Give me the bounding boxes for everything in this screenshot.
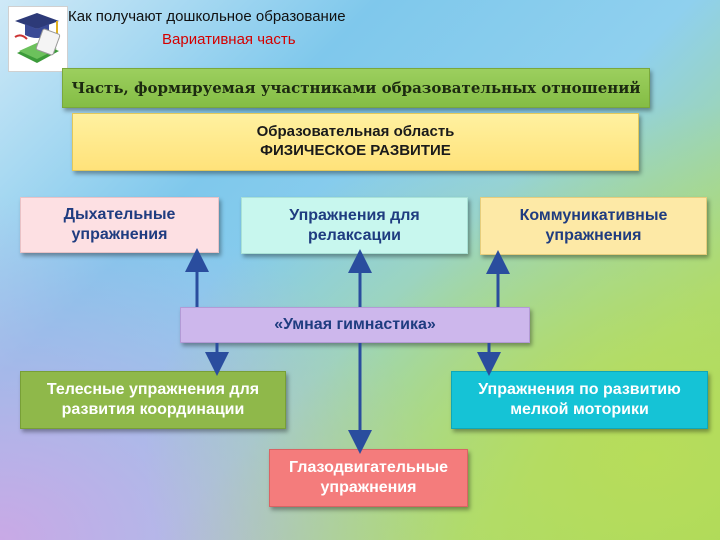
education-area-box: Образовательная область ФИЗИЧЕСКОЕ РАЗВИ… — [72, 113, 639, 171]
communicative-exercises-box: Коммуникативные упражнения — [480, 197, 707, 255]
body-exercises-box: Телесные упражнения для развития координ… — [20, 371, 286, 429]
body-exercises-label: Телесные упражнения для развития координ… — [46, 381, 260, 418]
relaxation-exercises-label: Упражнения для релаксации — [289, 206, 420, 244]
smart-gymnastics-label: «Умная гимнастика» — [274, 316, 436, 333]
logo-graduation-cap-icon — [8, 6, 68, 72]
header-title: Как получают дошкольное образование — [68, 8, 346, 25]
eye-movement-exercises-box: Глазодвигательные упражнения — [269, 449, 468, 507]
breathing-exercises-box: Дыхательные упражнения — [20, 197, 219, 253]
part-banner-label: Часть, формируемая участниками образоват… — [71, 78, 641, 97]
header-subtitle: Вариативная часть — [162, 31, 296, 48]
breathing-exercises-label: Дыхательные упражнения — [63, 206, 176, 243]
part-banner: Часть, формируемая участниками образоват… — [62, 68, 650, 108]
fine-motor-exercises-label: Упражнения по развитию мелкой моторики — [478, 381, 681, 418]
smart-gymnastics-box: «Умная гимнастика» — [180, 307, 530, 343]
education-area-line1: Образовательная область — [256, 123, 455, 141]
relaxation-exercises-box: Упражнения для релаксации — [241, 197, 468, 254]
eye-movement-exercises-label: Глазодвигательные упражнения — [289, 459, 448, 496]
education-area-line2: ФИЗИЧЕСКОЕ РАЗВИТИЕ — [260, 142, 451, 159]
fine-motor-exercises-box: Упражнения по развитию мелкой моторики — [451, 371, 708, 429]
communicative-exercises-label: Коммуникативные упражнения — [519, 207, 668, 244]
